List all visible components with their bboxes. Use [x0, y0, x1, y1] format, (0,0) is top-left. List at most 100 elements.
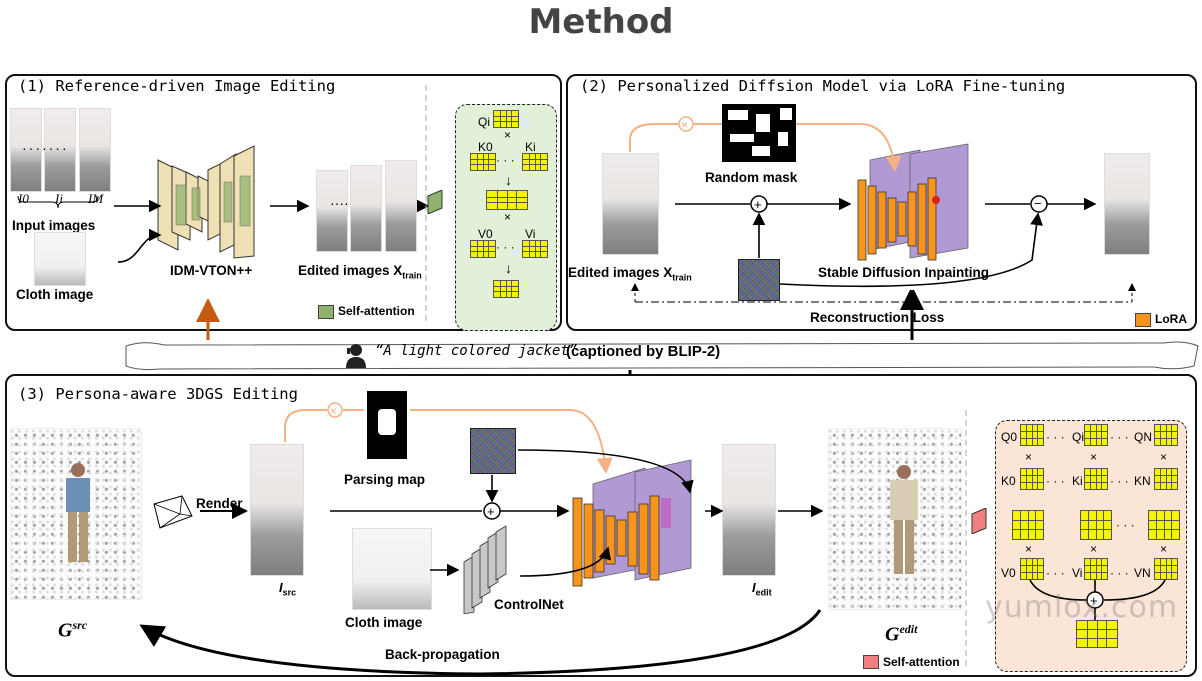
p3-kn-label: KN	[1134, 474, 1151, 488]
p3-qdots: · · ·	[1046, 430, 1065, 444]
p3-times-1a: ×	[1025, 450, 1033, 464]
svg-text:×: ×	[330, 404, 337, 418]
panel2-title: (2) Personalized Diffsion Model via LoRA…	[580, 77, 1066, 95]
input-image-m	[79, 108, 111, 192]
p3-sdots: · · ·	[1116, 518, 1135, 532]
self-attention-block-icon	[427, 190, 443, 214]
p3-vi-label: Vi	[1072, 566, 1083, 580]
p3-v0-grid	[1020, 558, 1044, 580]
camera-frustum-icon	[153, 495, 193, 529]
p3-vn-grid	[1154, 558, 1178, 580]
parsing-map-image	[367, 391, 407, 459]
cloth-image	[34, 232, 86, 286]
p3-ki-grid	[1084, 468, 1108, 490]
p3-cloth-image-label: Cloth image	[345, 615, 423, 630]
self-attention-legend-icon	[318, 305, 334, 319]
p1-times-1: ×	[504, 128, 512, 142]
p3-vi-grid	[1084, 558, 1108, 580]
page-title: Method	[528, 2, 674, 42]
p3-out-grid	[1076, 620, 1118, 648]
controlnet-icon	[463, 525, 507, 614]
caption-source: (captioned by BLIP-2)	[566, 343, 721, 360]
input-image-i	[44, 108, 76, 192]
input-index-i: Ii	[55, 191, 63, 206]
cloth-image-label: Cloth image	[16, 287, 94, 302]
p3-qn-grid	[1154, 424, 1178, 446]
p3-self-attention-block-icon	[971, 508, 987, 534]
backprop-label: Back-propagation	[385, 647, 500, 662]
iedit-image	[722, 444, 776, 576]
p1-score-grid	[486, 190, 528, 210]
edited-image-m	[385, 160, 417, 252]
p1-vi-grid	[522, 240, 548, 258]
input-image-dots: ·······	[22, 140, 69, 156]
isrc-image	[250, 444, 304, 576]
caption-banner	[124, 340, 1200, 371]
p2-noise-image	[738, 259, 780, 301]
p2-unet-icon	[857, 143, 969, 261]
gedit-label: Gedit	[885, 622, 918, 646]
input-images-label: Input images	[12, 218, 96, 233]
edited-images-label: Edited images Xtrain	[298, 263, 422, 281]
lora-legend-label: LoRA	[1155, 312, 1187, 326]
p1-q-label: Qi	[478, 115, 490, 129]
p1-q-grid	[493, 110, 519, 128]
lora-legend-icon	[1135, 313, 1151, 327]
p1-v0-grid	[470, 240, 496, 258]
p3-times-1c: ×	[1160, 450, 1168, 464]
input-image-0	[10, 108, 42, 192]
p3-self-attention-legend-icon	[863, 655, 879, 669]
gsrc-label: Gsrc	[58, 618, 88, 642]
p1-k0-grid	[470, 153, 496, 171]
panel3-title: (3) Persona-aware 3DGS Editing	[18, 385, 298, 403]
p3-q0-label: Q0	[1001, 430, 1018, 444]
panel3-arrows: × +	[139, 402, 967, 676]
svg-text:−: −	[1034, 196, 1042, 211]
p3-vn-label: VN	[1134, 566, 1151, 580]
p3-ki-label: Ki	[1072, 474, 1083, 488]
p3-times-1b: ×	[1090, 450, 1098, 464]
p3-k0-label: K0	[1001, 474, 1016, 488]
p2-edited-image	[602, 153, 659, 255]
svg-text:×: ×	[681, 118, 688, 132]
random-mask-label: Random mask	[705, 170, 798, 185]
edited-image-i	[350, 165, 382, 252]
p3-k0-grid	[1020, 468, 1044, 490]
p3-v0-label: V0	[1001, 566, 1016, 580]
controlnet-label: ControlNet	[494, 597, 564, 612]
input-index-0: I0	[18, 191, 29, 206]
p3-qi-grid	[1084, 424, 1108, 446]
p3-self-attention-legend-label: Self-attention	[883, 655, 960, 669]
panel1-title: (1) Reference-driven Image Editing	[18, 77, 336, 95]
p3-qn-label: QN	[1134, 430, 1152, 444]
p3-noise-image	[470, 428, 516, 474]
svg-text:+: +	[754, 197, 762, 212]
caption-quote: “A light colored jacket”	[375, 343, 578, 359]
p2-output-image	[1104, 153, 1150, 255]
p1-vi-label: Vi	[525, 227, 536, 241]
svg-text:+: +	[487, 504, 495, 519]
p3-vdots: · · ·	[1046, 566, 1065, 580]
p1-v0-label: V0	[478, 227, 493, 241]
p3-q0-grid	[1020, 424, 1044, 446]
p1-ki-label: Ki	[525, 140, 536, 154]
p3-score-grid-0	[1012, 510, 1044, 540]
idm-vton-label: IDM-VTON++	[170, 263, 253, 278]
gsrc-person-icon	[66, 463, 90, 562]
p2-edited-images-label: Edited images Xtrain	[568, 265, 692, 283]
isrc-label: Isrc	[279, 580, 297, 598]
p1-k0-label: K0	[478, 140, 493, 154]
p1-down-arrow-2: ↓	[505, 260, 512, 276]
p3-attention-sum-arrows: +	[1029, 579, 1166, 620]
p3-score-grid-i	[1080, 510, 1112, 540]
p3-times-2b: ×	[1090, 542, 1098, 556]
p3-score-grid-n	[1148, 510, 1180, 540]
p1-kdots: · · ·	[496, 153, 515, 167]
p3-kdots: · · ·	[1046, 474, 1065, 488]
idm-vton-model-icon	[157, 145, 255, 259]
p1-out-grid	[493, 280, 519, 298]
p3-kdots-2: · · ·	[1110, 474, 1129, 488]
p3-qi-label: Qi	[1072, 430, 1084, 444]
p3-vdots-2: · · ·	[1110, 566, 1129, 580]
p1-vdots: · · ·	[496, 240, 515, 254]
